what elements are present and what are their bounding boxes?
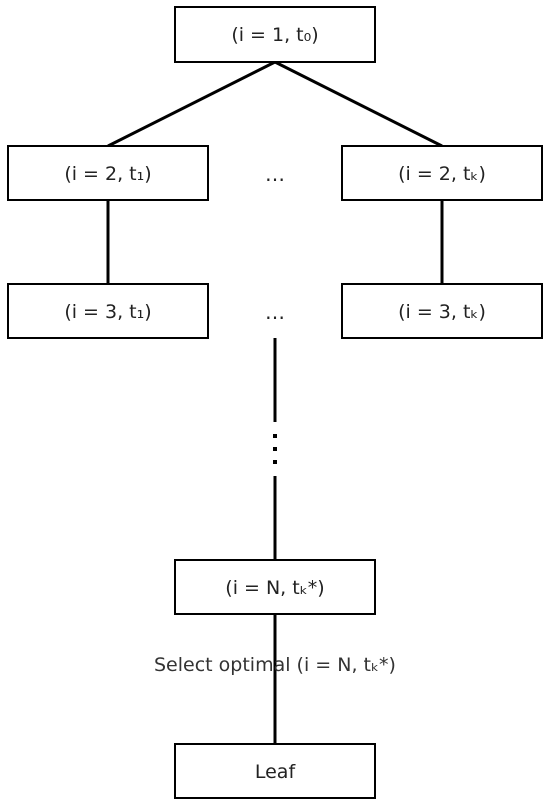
node-level2-right-label: (i = 2, tₖ) [398, 163, 486, 185]
node-level2-left: (i = 2, t₁) [7, 145, 209, 201]
node-root-label: (i = 1, t₀) [231, 24, 318, 46]
node-root: (i = 1, t₀) [174, 6, 376, 63]
node-level3-right: (i = 3, tₖ) [341, 283, 543, 339]
node-level3-right-label: (i = 3, tₖ) [398, 301, 486, 323]
node-level2-left-label: (i = 2, t₁) [64, 163, 151, 185]
edge-root-to-level2-right [274, 60, 443, 148]
node-leaf: Leaf [174, 743, 376, 799]
node-level3-left-label: (i = 3, t₁) [64, 301, 151, 323]
node-leaf-label: Leaf [255, 761, 297, 783]
node-final-label: (i = N, tₖ*) [225, 577, 324, 599]
edge-label-select-optimal: Select optimal (i = N, tₖ*) [154, 654, 396, 676]
node-final: (i = N, tₖ*) [174, 559, 376, 615]
node-level3-left: (i = 3, t₁) [7, 283, 209, 339]
ellipsis-level2: … [265, 162, 285, 186]
vertical-ellipsis [273, 434, 277, 464]
edge-root-to-level2-left [107, 60, 276, 148]
ellipsis-level3: … [265, 300, 285, 324]
node-level2-right: (i = 2, tₖ) [341, 145, 543, 201]
